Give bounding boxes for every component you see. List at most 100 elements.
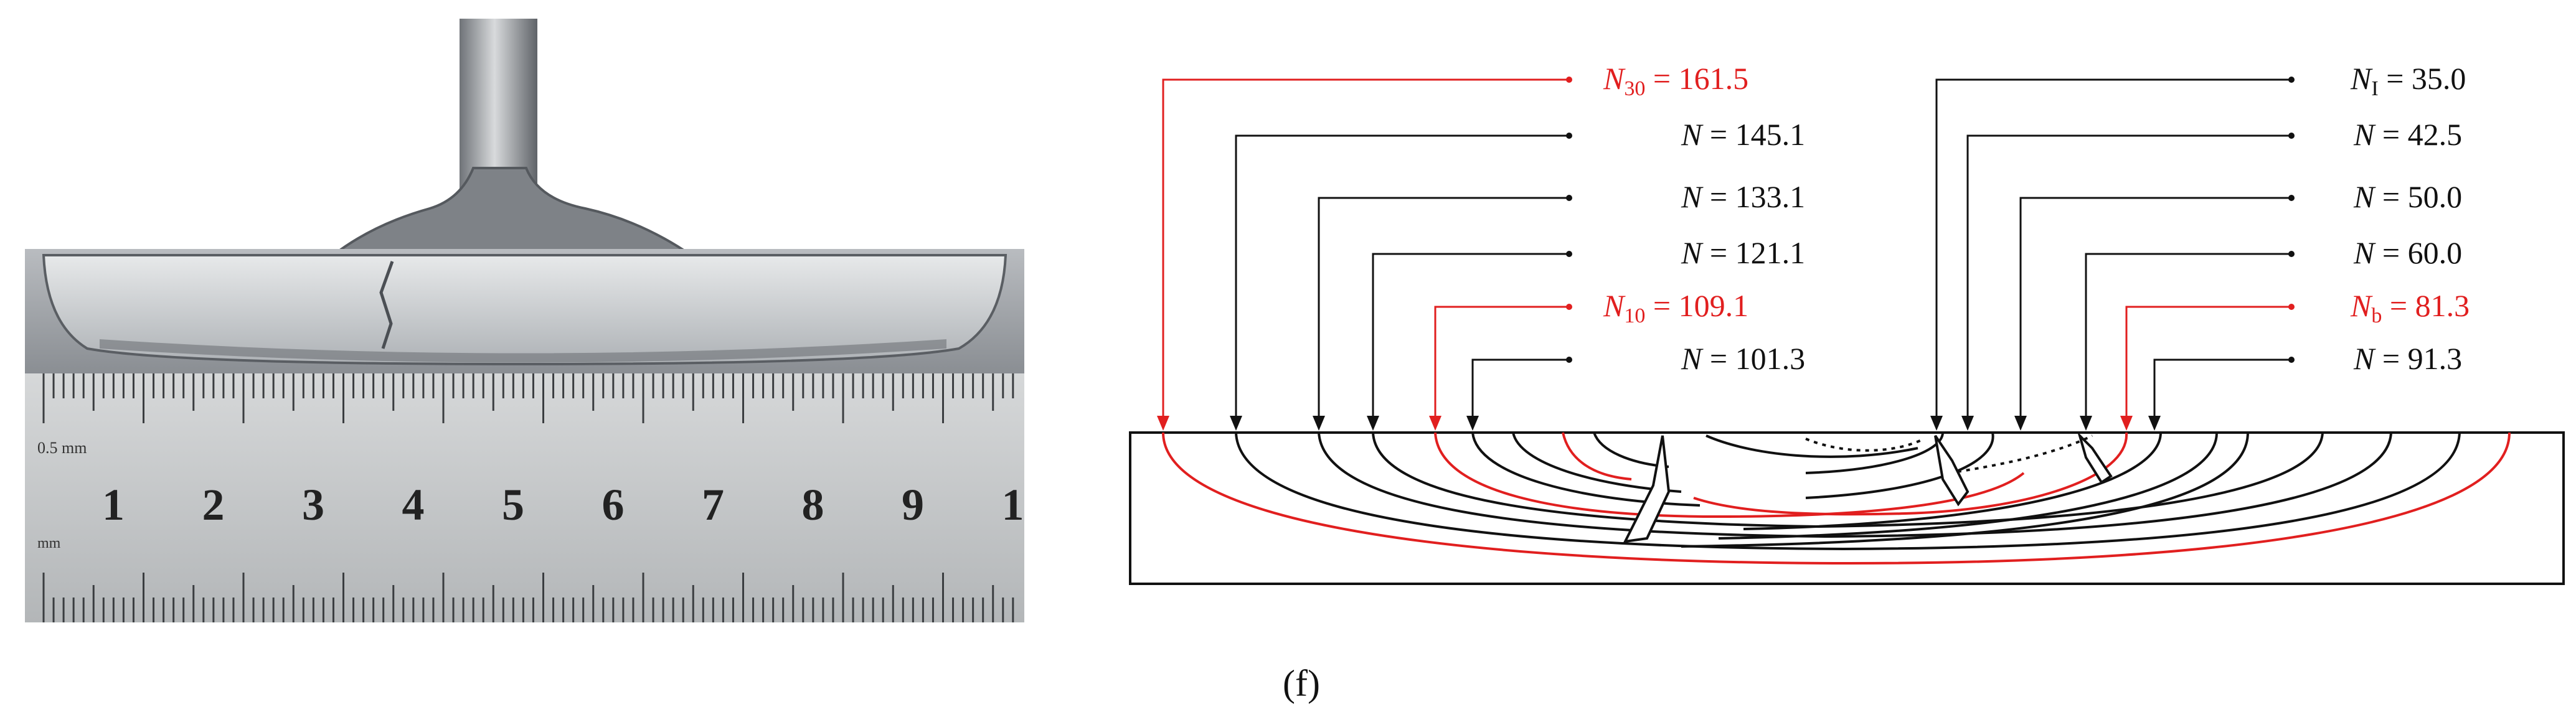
ruler-number: 9 bbox=[902, 480, 924, 530]
leader-dot bbox=[2288, 133, 2295, 139]
label-N-121: N = 121.1 bbox=[1681, 235, 1805, 270]
dotted-arc-1 bbox=[1805, 438, 1925, 452]
leader bbox=[2148, 357, 2295, 431]
leader bbox=[2120, 304, 2295, 431]
arrowhead bbox=[1367, 416, 1379, 431]
fusion-line-schematic: N30 = 161.5 N = 145.1 N = 133.1 N = 121.… bbox=[1129, 61, 2565, 585]
leader-line bbox=[1162, 78, 1569, 418]
ruler-unit-bottom: mm bbox=[37, 535, 61, 551]
leader bbox=[1930, 77, 2295, 431]
ruler-ticks bbox=[42, 373, 1014, 622]
label-N10: N10 = 109.1 bbox=[1603, 288, 1748, 327]
leader bbox=[1230, 133, 1572, 431]
leader-dot bbox=[2288, 195, 2295, 201]
arrowhead bbox=[1961, 416, 1974, 431]
label-N-60: N = 60.0 bbox=[2353, 235, 2462, 270]
arrowhead bbox=[1429, 416, 1441, 431]
arrowhead bbox=[1157, 416, 1169, 431]
ruler-number: 6 bbox=[602, 480, 625, 530]
ruler bbox=[25, 373, 1024, 622]
arrowhead bbox=[2014, 416, 2027, 431]
arrowhead bbox=[1313, 416, 1325, 431]
arrowhead bbox=[2120, 416, 2133, 431]
leader-line bbox=[1471, 358, 1569, 418]
leader bbox=[1466, 357, 1572, 431]
label-N-133: N = 133.1 bbox=[1681, 179, 1805, 214]
leader bbox=[1157, 77, 1572, 431]
fusion-line-inner-1 bbox=[1512, 432, 1682, 493]
weld-bead bbox=[329, 167, 696, 256]
arrowhead bbox=[1466, 416, 1479, 431]
plate-outline bbox=[1129, 431, 2565, 585]
leader-dot bbox=[1566, 357, 1572, 363]
label-N-145: N = 145.1 bbox=[1681, 117, 1805, 152]
leader-line bbox=[1318, 197, 1569, 418]
ruler-unit-top: 0.5 mm bbox=[37, 439, 87, 457]
label-N-50: N = 50.0 bbox=[2353, 179, 2462, 214]
ruler-number: 5 bbox=[502, 480, 524, 530]
leader bbox=[2014, 195, 2295, 431]
leader-dot bbox=[1566, 251, 1572, 257]
left-label-column: N30 = 161.5 N = 145.1 N = 133.1 N = 121.… bbox=[1603, 61, 1805, 376]
leader-dot bbox=[2288, 304, 2295, 310]
label-N-91: N = 91.3 bbox=[2353, 341, 2462, 376]
leader-line bbox=[2085, 253, 2291, 418]
fusion-line-top-arc bbox=[1706, 434, 1918, 458]
leader-line bbox=[1966, 134, 2291, 418]
fusion-line-N30 bbox=[1162, 432, 2511, 565]
dotted-arc-2 bbox=[1948, 434, 2093, 474]
label-N-42: N = 42.5 bbox=[2353, 117, 2462, 152]
fusion-line-right-1 bbox=[1743, 432, 2162, 530]
ruler-number: 7 bbox=[702, 480, 724, 530]
ruler-number: 8 bbox=[802, 480, 824, 530]
leader-line bbox=[1935, 78, 2291, 418]
leader bbox=[1961, 133, 2295, 431]
leader bbox=[1429, 304, 1572, 431]
right-label-column: NI = 35.0 N = 42.5 N = 50.0 N = 60.0 Nb … bbox=[2350, 61, 2470, 376]
label-NI: NI = 35.0 bbox=[2350, 61, 2466, 100]
figure-caption: (f) bbox=[1283, 663, 1320, 704]
leader-lines bbox=[1157, 77, 2295, 431]
ruler-number: 1 bbox=[102, 480, 125, 530]
ruler-number: 4 bbox=[402, 480, 425, 530]
fusion-line-right-3 bbox=[1681, 432, 2249, 548]
leader-dot bbox=[1566, 195, 1572, 201]
leader-line bbox=[1434, 306, 1569, 418]
fusion-line-N133 bbox=[1318, 432, 2392, 538]
leader-dot bbox=[2288, 77, 2295, 83]
leader-dot bbox=[2288, 251, 2295, 257]
arrowhead bbox=[1930, 416, 1943, 431]
leader-dot bbox=[1566, 77, 1572, 83]
weld-crack bbox=[379, 261, 394, 349]
arrowhead bbox=[2080, 416, 2092, 431]
arrowhead bbox=[2148, 416, 2161, 431]
crack-left bbox=[1623, 435, 1671, 543]
melt-pool-section bbox=[42, 254, 1007, 366]
label-N-101: N = 101.3 bbox=[1681, 341, 1805, 376]
fusion-line-N145 bbox=[1235, 432, 2461, 551]
label-N30: N30 = 161.5 bbox=[1603, 61, 1748, 100]
ruler-number: 2 bbox=[202, 480, 225, 530]
crack-right bbox=[2077, 431, 2113, 484]
leader-line bbox=[1372, 253, 1569, 418]
label-Nb: Nb = 81.3 bbox=[2350, 288, 2470, 327]
leader-line bbox=[2019, 197, 2291, 418]
leader-dot bbox=[2288, 357, 2295, 363]
crack-middle bbox=[1934, 434, 1970, 507]
fusion-line-right-inner-2 bbox=[1805, 432, 1944, 474]
ruler-number: 3 bbox=[302, 480, 324, 530]
arrowhead bbox=[1230, 416, 1242, 431]
leader bbox=[2080, 251, 2295, 431]
leader-dot bbox=[1566, 304, 1572, 310]
fusion-line-inner-red bbox=[1562, 432, 1632, 480]
leader-line bbox=[2153, 358, 2291, 418]
leader bbox=[1313, 195, 1572, 431]
leader-dot bbox=[1566, 133, 1572, 139]
leader bbox=[1367, 251, 1572, 431]
leader-line bbox=[1235, 134, 1569, 418]
fusion-line-right-2 bbox=[1718, 432, 2218, 540]
leader-line bbox=[2125, 306, 2291, 418]
